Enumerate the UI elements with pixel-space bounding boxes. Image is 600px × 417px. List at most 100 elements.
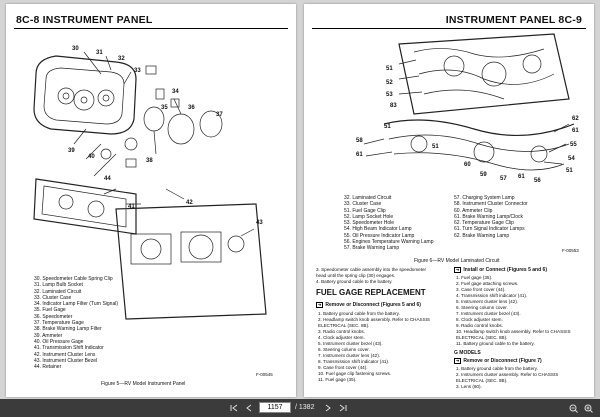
legend-item: 35. Fuel Gage [34,307,66,314]
laminated-circuit-diagram [363,33,575,171]
figure-id: F-00553 [562,248,579,253]
legend-item: 33. Cluster Case [344,201,382,208]
remove-steps-list: 1. Battery ground cable from the battery… [318,311,430,383]
legend-item: 34. Indicator Lamp Filter (Turn Signal) [34,301,119,308]
callout-33: 33 [134,68,141,74]
callout-39: 39 [68,148,75,154]
callout-35: 35 [161,105,168,111]
step-item: 8. Clock adjuster stem. [456,317,503,322]
legend-item: 38. Brake Warning Lamp Filter [34,326,102,333]
legend-item: 36. Speedometer [34,313,73,320]
g-steps-list: 1. Battery ground cable from the battery… [456,366,558,390]
g-remove-heading: ➔ Remove or Disconnect (Figure 7) [454,358,542,364]
fuel-gage-replacement-title: FUEL GAGE REPLACEMENT [316,288,426,297]
callout-30: 30 [72,46,79,52]
callout-31: 31 [96,50,103,56]
step-item: 3. Lens (60). [456,384,482,389]
callout-83: 83 [390,103,397,109]
arrow-icon: ➔ [454,267,462,273]
legend-item: 31. Lamp Bulb Socket [34,282,83,289]
right-page-header: INSTRUMENT PANEL 8C-9 [445,14,582,26]
figure-id: F-00545 [256,372,273,377]
legend-item: 39. Ammeter [34,332,63,339]
install-connect-heading: ➔ Install or Connect (Figures 5 and 6) [454,267,547,273]
legend-item: 33. Cluster Case [34,294,72,301]
step-item: 11. Battery ground cable to the battery. [456,341,535,346]
zoom-out-button[interactable] [567,399,579,417]
step-item: 3. Case front cover (44). [456,287,506,292]
left-page: 8C-8 INSTRUMENT PANEL 30 31 33 32 34 35 … [6,4,296,397]
legend-item: 40. Oil Pressure Gage [34,338,84,345]
legend-item: 57. Brake Warning Lamp [344,245,400,252]
step-item: 4. Clock adjuster stem. [318,335,365,340]
legend-item: 58. Instrument Cluster Connector [454,201,528,208]
legend-item: 52. Lamp Socket Hole [344,213,394,220]
arrow-icon: ➔ [316,302,324,308]
callout-41: 41 [128,204,135,210]
zoom-out-icon [569,404,578,413]
legend-item: 62. Brake Warning Lamp [454,232,510,239]
callout-32: 32 [118,56,125,62]
left-page-header: 8C-8 INSTRUMENT PANEL [16,14,153,26]
callout-56: 56 [534,178,541,184]
callout-51: 51 [566,168,573,174]
callout-61: 61 [572,128,579,134]
callout-51: 51 [386,66,393,72]
first-page-button[interactable] [228,399,240,417]
prev-page-button[interactable] [243,399,255,417]
right-legend-left: 32. Laminated Circuit 33. Cluster Case 5… [344,195,434,252]
figure-caption: Figure 6—RV Model Laminated Circuit [414,258,500,264]
step-item: 6. Steering column cover. [318,347,370,352]
right-legend-right: 57. Charging System Lamp 58. Instrument … [454,195,528,239]
callout-61: 61 [356,152,363,158]
step-item: 2. Headlamp switch knob assembly. Refer … [318,317,430,322]
step-item: 7. Instrument cluster bezel (43). [456,311,521,316]
header-rule [312,28,586,29]
step-item: 10. Headlamp switch knob assembly. Refer… [456,329,571,334]
legend-item: 60. Ammeter Clip [454,207,493,214]
zoom-in-button[interactable] [582,399,594,417]
zoom-in-icon [584,404,593,413]
exploded-instrument-panel-diagram [33,51,267,320]
callout-40: 40 [88,154,95,160]
legend-item: 37. Temperature Gage [34,320,84,327]
callout-61: 61 [518,174,525,180]
legend-item: 56. Engines Temperature Warning Lamp [344,239,434,246]
g-models-heading: G MODELS [454,350,481,356]
viewer-toolbar: / 1382 [0,399,600,417]
legend-item: 51. Fuel Gage Clip [344,207,386,214]
step-item: 7. Instrument cluster lens (42). [318,353,381,358]
step-item: 9. Radio control knobs. [456,323,503,328]
header-rule [14,28,288,29]
page-number-input[interactable] [259,402,291,413]
step-item: 3. Radio control knobs. [318,329,365,334]
legend-item: 41. Transmission Shift Indicator [34,345,104,352]
callout-51: 51 [432,144,439,150]
callout-51: 51 [384,124,391,130]
left-legend: 30. Speedometer Cable Spring Clip 31. La… [34,276,118,370]
callout-52: 52 [386,80,393,86]
callout-44: 44 [104,176,111,182]
callout-43: 43 [256,220,263,226]
last-page-icon [339,404,347,412]
right-page: INSTRUMENT PANEL 8C-9 51 52 53 83 51 58 … [304,4,594,397]
next-page-icon [325,404,331,412]
step-item: ELECTRICAL (SEC. 8B). [456,335,508,340]
callout-57: 57 [500,176,507,182]
step-item: 1. Fuel gage (35). [456,275,493,280]
legend-item: 30. Speedometer Cable Spring Clip [34,276,113,282]
step-item: 1. Battery ground cable from the battery… [318,311,400,316]
last-page-button[interactable] [337,399,349,417]
legend-item: 53. Speedometer Hole [344,220,395,227]
install-continued-steps: 3. Speedometer cable assembly into the s… [316,267,427,284]
step-item: 2. Fuel gage attaching screws. [456,281,519,286]
callout-60: 60 [464,162,471,168]
callout-54: 54 [568,156,575,162]
first-page-icon [230,404,238,412]
callout-59: 59 [480,172,487,178]
next-page-button[interactable] [322,399,334,417]
arrow-icon: ➔ [454,358,462,364]
legend-item: 32. Laminated Circuit [34,288,82,295]
step-item: 8. Transmission shift indicator (41). [318,359,390,364]
legend-item: 57. Charging System Lamp [454,195,515,201]
